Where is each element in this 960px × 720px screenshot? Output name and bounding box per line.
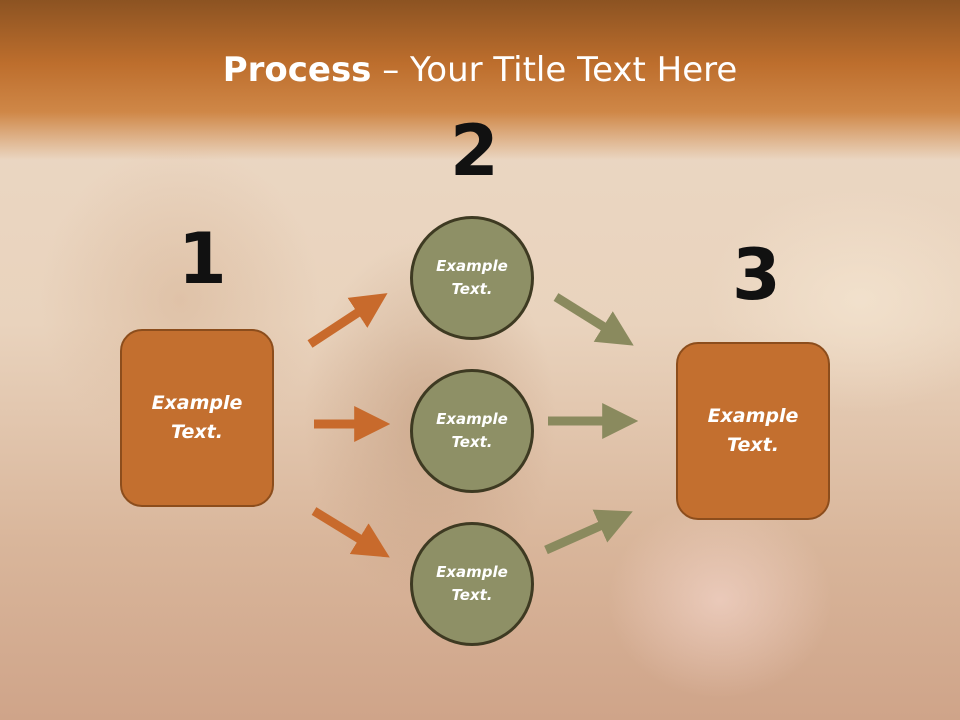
title-bold: Process [222,50,372,90]
title-rest: – Your Title Text Here [371,50,738,90]
arrow-1-to-bottom [311,507,390,558]
arrow-bottom-to-3 [544,509,633,555]
step-2-circle-top[interactable]: Example Text. [410,216,534,340]
step-2-circle-middle[interactable]: Example Text. [410,369,534,493]
title-banner [0,0,960,160]
step-1-text: Example Text. [151,392,243,443]
step-1-box[interactable]: Example Text. [120,329,274,507]
step-3-box[interactable]: Example Text. [676,342,830,520]
step-2-number: 2 [450,110,499,192]
arrow-1-to-top [307,293,388,348]
step-3-text: Example Text. [707,405,799,456]
step-2-circle-bottom[interactable]: Example Text. [410,522,534,646]
step-2-circle-middle-text: Example Text. [436,410,508,451]
step-3-number: 3 [732,234,781,316]
step-1-number: 1 [178,218,227,300]
arrow-top-to-3 [553,293,634,346]
slide-title: Process – Your Title Text Here [0,50,960,90]
step-2-circle-top-text: Example Text. [436,257,508,298]
step-2-circle-bottom-text: Example Text. [436,563,508,604]
